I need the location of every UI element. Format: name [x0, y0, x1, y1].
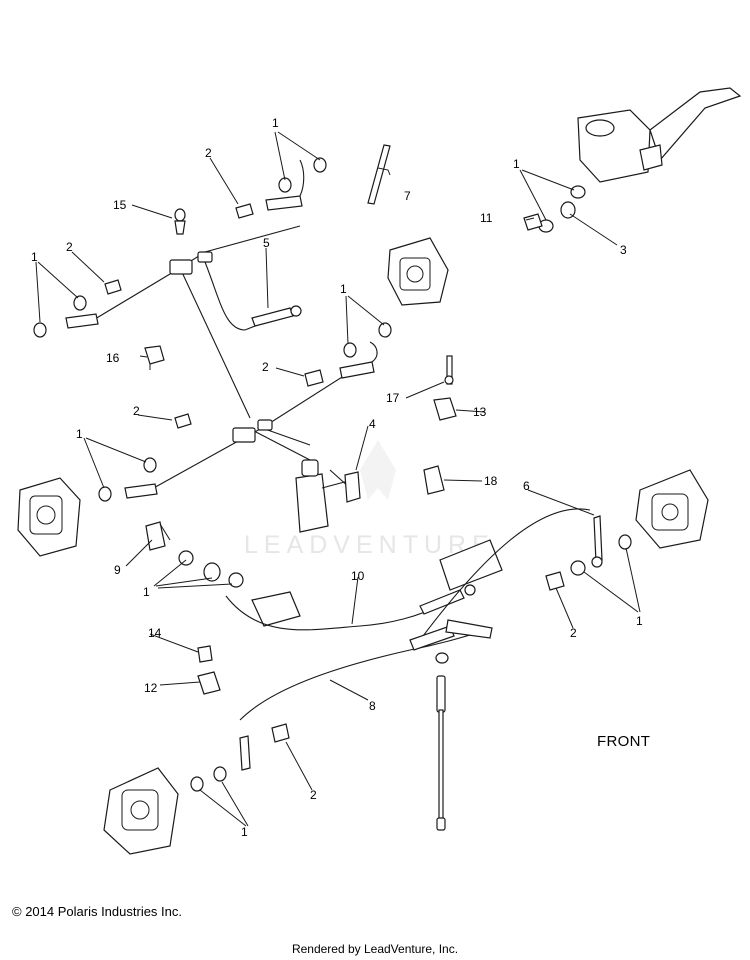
callout-2-middle: 2 [262, 360, 269, 374]
fitting-15 [174, 208, 186, 222]
clip-16 [144, 345, 165, 370]
bolt-14 [197, 645, 213, 663]
callout-5: 5 [263, 236, 270, 250]
bolt-2-upper [235, 203, 254, 219]
watermark-emblem [360, 440, 396, 500]
callout-1-left: 1 [76, 427, 83, 441]
callout-numbers: 1 2 15 1 2 5 16 7 1 11 3 1 2 17 13 2 1 4… [31, 116, 643, 839]
callout-7: 7 [404, 189, 411, 203]
callout-18: 18 [484, 474, 498, 488]
callout-9: 9 [114, 563, 121, 577]
caliper-left [17, 477, 81, 557]
copyright-text: © 2014 Polaris Industries Inc. [12, 904, 182, 919]
callout-1-master: 1 [513, 157, 520, 171]
callout-15: 15 [113, 198, 127, 212]
callout-6: 6 [523, 479, 530, 493]
callout-10: 10 [351, 569, 365, 583]
caliper-lower-left [103, 767, 179, 855]
bolt-2-lower [271, 723, 290, 743]
callout-2-upper-left: 2 [66, 240, 73, 254]
callout-2-right: 2 [570, 626, 577, 640]
callout-1-middle: 1 [340, 282, 347, 296]
brake-line-8 [239, 619, 493, 771]
caliper-front-right-upper [387, 237, 449, 306]
callout-16: 16 [106, 351, 120, 365]
callout-leaders [35, 131, 641, 827]
upper-left-banjo-line [65, 313, 99, 329]
callout-2-left: 2 [133, 404, 140, 418]
callout-13: 13 [473, 405, 487, 419]
callout-1-top: 1 [272, 116, 279, 130]
proportioning-valve-4 [295, 459, 361, 533]
clamp-18 [423, 465, 445, 495]
washers-right [545, 534, 632, 591]
callout-1-right: 1 [636, 614, 643, 628]
caliper-right-middle [635, 469, 709, 549]
washers-middle [98, 322, 392, 502]
brake-line-6 [419, 508, 603, 641]
callout-1-upper-left: 1 [31, 250, 38, 264]
washers-left-middle [178, 550, 244, 588]
bolt-17 [444, 355, 454, 385]
callout-1-lower: 1 [241, 825, 248, 839]
callout-8: 8 [369, 699, 376, 713]
middle-brake-harness [124, 341, 378, 499]
callout-1-left-middle: 1 [143, 585, 150, 599]
callout-4: 4 [369, 417, 376, 431]
front-direction-label: FRONT [597, 733, 651, 750]
callout-14: 14 [148, 626, 162, 640]
rendered-by-text: Rendered by LeadVenture, Inc. [291, 942, 459, 956]
callout-17: 17 [386, 391, 400, 405]
callout-11: 11 [480, 211, 493, 225]
upper-brake-harness [65, 159, 305, 419]
master-cylinder-lever [577, 87, 742, 183]
watermark-text: LEADVENTURE [244, 531, 495, 559]
washers-master-cylinder [523, 185, 586, 233]
upper-tee-fitting [169, 259, 193, 275]
brake-hose-lower [436, 675, 446, 831]
washers-upper-left [33, 157, 327, 338]
bolt-2-upper-left [104, 279, 122, 295]
callout-3: 3 [620, 243, 627, 257]
callout-2-top: 2 [205, 146, 212, 160]
clamp-13 [433, 397, 457, 421]
callout-2-lower: 2 [310, 788, 317, 802]
callout-12: 12 [144, 681, 158, 695]
washers-lower [190, 766, 227, 792]
bolt-7 [367, 144, 391, 205]
brake-line-5 [251, 305, 302, 327]
bolt-11 [523, 213, 543, 231]
fitting-9 [145, 521, 171, 551]
brake-line-10 [225, 539, 503, 631]
washer-3 [560, 201, 576, 219]
clamp-12 [197, 671, 221, 695]
